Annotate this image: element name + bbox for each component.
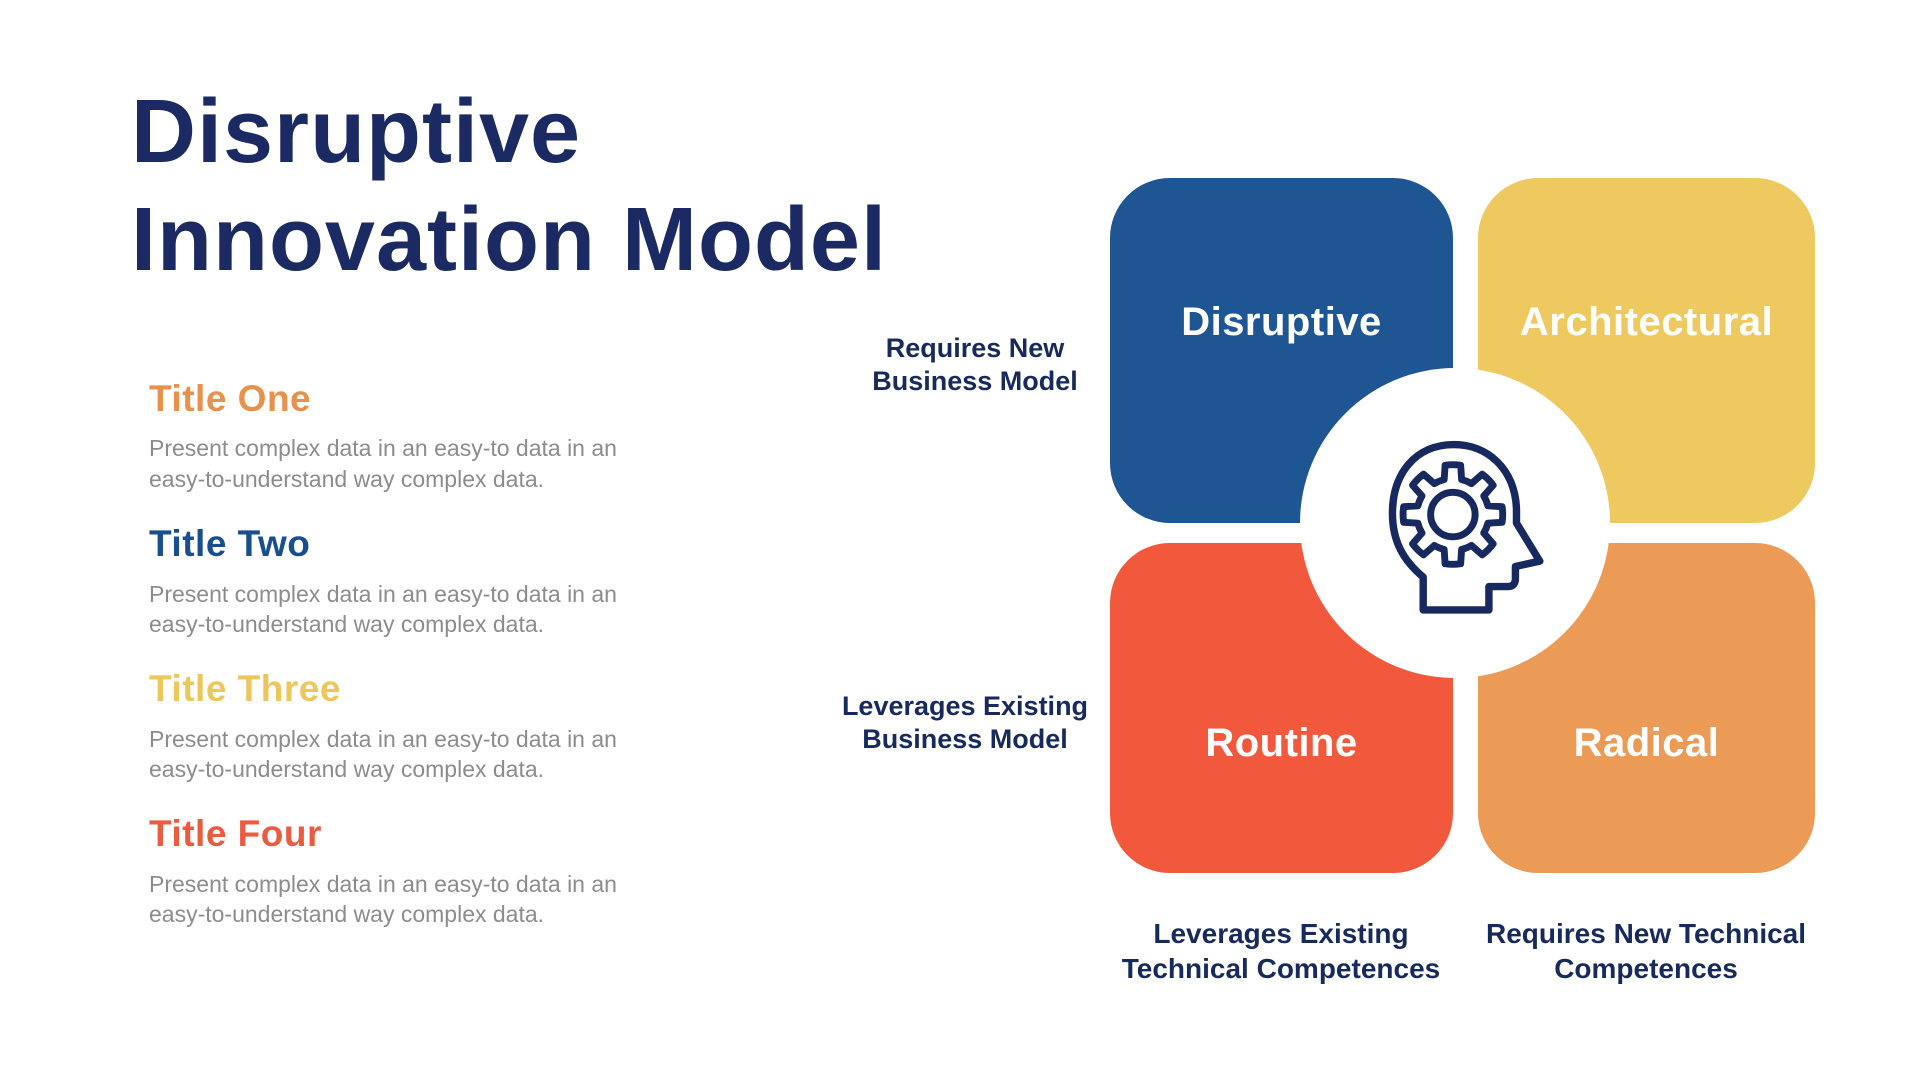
label-line: Business Model [862, 723, 1068, 754]
section-title-four: Title Four [149, 813, 322, 855]
section-title-one: Title One [149, 378, 312, 419]
section-title-two: Title Two [149, 523, 311, 565]
page-title: Disruptive Innovation Model [131, 82, 887, 290]
column-label-requires-new-technical-competences: Requires New Technical Competences [1416, 916, 1876, 986]
column-label-leverages-existing-technical-competences: Leverages Existing Technical Competences [1051, 916, 1511, 986]
quadrant-label: Architectural [1519, 300, 1774, 344]
section-title-three: Title Three [149, 668, 341, 710]
head-gear-icon [1388, 440, 1544, 614]
list-item: Title Four Present complex data in an ea… [149, 812, 669, 929]
row-label-leverages-existing-business-model: Leverages Existing Business Model [820, 690, 1110, 756]
quadrant-label: Disruptive [1181, 300, 1382, 344]
list-item: Title Two Present complex data in an eas… [149, 522, 669, 639]
label-line: Leverages Existing [1153, 918, 1409, 949]
list-item: Title One Present complex data in an eas… [149, 377, 669, 494]
row-label-requires-new-business-model: Requires New Business Model [830, 332, 1120, 398]
label-line: Requires New Technical [1485, 918, 1807, 949]
text-sections: Title One Present complex data in an eas… [149, 377, 669, 929]
label-line: Business Model [872, 365, 1078, 396]
center-badge [1300, 368, 1610, 678]
section-body-four: Present complex data in an easy-to data … [149, 870, 617, 928]
quadrant-routine: Routine [1110, 543, 1453, 873]
quadrant-disruptive: Disruptive [1110, 178, 1453, 523]
section-body-two: Present complex data in an easy-to data … [149, 580, 617, 637]
quadrant-label: Routine [1205, 721, 1358, 765]
label-line: Requires New [885, 333, 1065, 363]
section-body-one: Present complex data in an easy-to data … [149, 435, 617, 492]
label-line: Technical Competences [1121, 953, 1441, 984]
section-body-three: Present complex data in an easy-to data … [149, 725, 617, 782]
label-line: Leverages Existing [841, 691, 1089, 721]
list-item: Title Three Present complex data in an e… [149, 667, 669, 784]
quadrant-label: Radical [1573, 721, 1720, 765]
label-line: Competences [1554, 953, 1738, 984]
